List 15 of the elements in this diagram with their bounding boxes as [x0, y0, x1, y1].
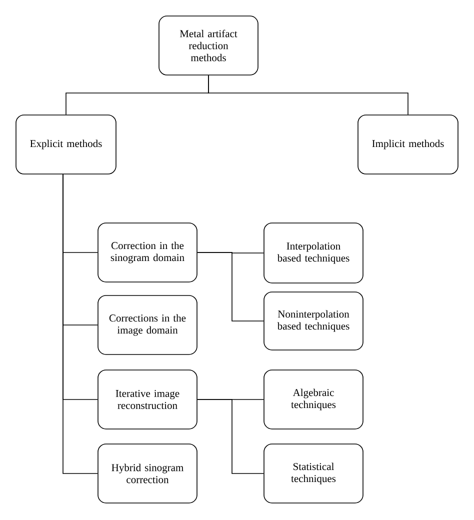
method-box: Interpolation based techniques	[264, 222, 364, 284]
method-box: Hybrid sinogram correction	[98, 444, 198, 504]
connector-line	[208, 75, 408, 115]
method-box: Correction in the sinogram domain	[98, 222, 198, 282]
method-box: Explicit methods	[16, 114, 116, 174]
method-box: Metal artifact reduction methods	[158, 16, 258, 76]
method-box: Iterative image reconstruction	[98, 370, 198, 430]
method-box: Corrections in the image domain	[98, 295, 198, 355]
connector-line	[197, 399, 264, 474]
connector-line	[62, 174, 98, 474]
method-box: Algebraic techniques	[264, 370, 364, 430]
method-box: Statistical techniques	[264, 444, 364, 504]
method-box: Implicit methods	[358, 114, 458, 174]
method-box: Noninterpolation based techniques	[264, 292, 364, 350]
connector-line	[197, 252, 264, 322]
